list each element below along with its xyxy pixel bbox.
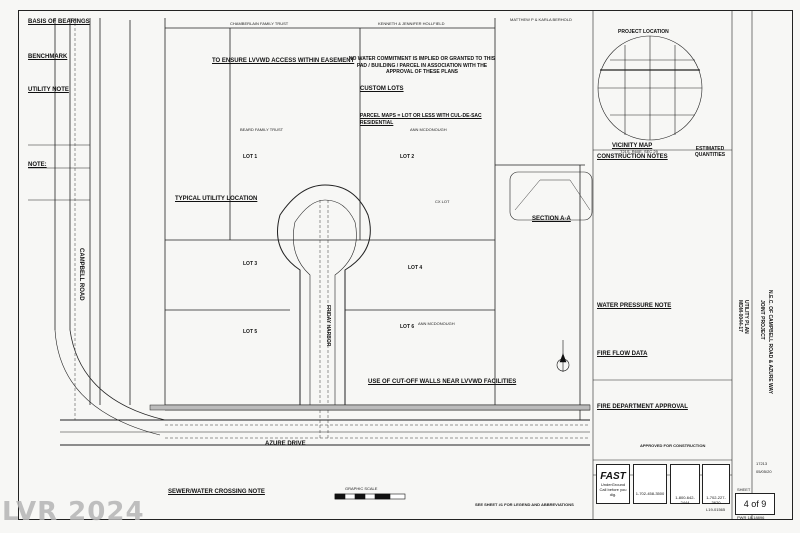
water-pressure-note-heading: WATER PRESSURE NOTE (597, 303, 672, 309)
title-block-line: N.E.C. OF CAMPBELL ROAD & AZURE WAY (767, 290, 773, 394)
easement-note: TO ENSURE LVVWD ACCESS WITHIN EASEMENT (212, 58, 355, 64)
drawing-number: L19-01565 (706, 507, 726, 512)
custom-lots-heading: CUSTOM LOTS (360, 86, 404, 92)
sheet-border (18, 10, 793, 520)
owner-label: ANN MCDONOUGH (410, 127, 447, 132)
utility-logo: 1-800-642-2444 (670, 464, 700, 505)
date-label: 05/05/20 (756, 469, 772, 474)
lot-label: LOT 1 (243, 154, 258, 160)
construction-notes-heading: CONSTRUCTION NOTES (597, 154, 668, 160)
no-water-commitment-note: NO WATER COMMITMENT IS IMPLIED OR GRANTE… (348, 56, 496, 75)
estimated-quantities-heading: ESTIMATED QUANTITIES (694, 146, 726, 158)
approved-for-construction-label: APPROVED FOR CONSTRUCTION (640, 443, 706, 448)
see-sheet-note: SEE SHEET #1 FOR LEGEND AND ABBREVIATION… (475, 502, 574, 507)
sheet-label: SHEET (737, 487, 751, 492)
graphic-scale-label: GRAPHIC SCALE (345, 486, 378, 491)
pwr-number: PWR 18-18896 (737, 515, 765, 520)
typical-utility-location-heading: TYPICAL UTILITY LOCATION (175, 196, 258, 202)
fast-logo: FAST UnderGround Call before you dig. (596, 464, 630, 504)
owner-label: CHAMBERLAIN FAMILY TRUST (230, 21, 289, 26)
fire-flow-data-heading: FIRE FLOW DATA (597, 351, 648, 357)
owner-label: KENNETH & JENNIFER HOLLFIELD (378, 21, 445, 26)
mls-watermark: LVR 2024 (2, 497, 145, 527)
benchmark-heading: BENCHMARK (28, 54, 68, 60)
utility-logo: 1-702-227-3620 (702, 464, 730, 505)
title-block-line: UTILITY PLAN (743, 300, 749, 334)
owner-label: MATTHEW P & KARLA BERHOLD (510, 17, 572, 22)
cut-off-walls-heading: USE OF CUT-OFF WALLS NEAR LVVWD FACILITI… (368, 379, 517, 385)
parcel-maps-heading: PARCEL MAPS = LOT OR LESS WITH CUL-DE-SA… (360, 113, 482, 126)
project-number-label: 17213 (756, 461, 768, 466)
title-block-line: MDM-0044-17 (737, 300, 743, 332)
fire-department-approval-heading: FIRE DEPARTMENT APPROVAL (597, 404, 688, 410)
vicinity-map-title: VICINITY MAP (612, 143, 653, 149)
lot-label: LOT 3 (243, 261, 258, 267)
vicinity-map-subtitle: T21S, R60E, SEC 29 (620, 149, 658, 154)
lot-label: LOT 4 (408, 265, 423, 271)
title-block-line: JOINT PROJECT (759, 300, 765, 340)
azure-drive-label: AZURE DRIVE (265, 441, 306, 447)
section-aa-label: SECTION A-A (532, 216, 571, 222)
friday-harbor-label: FRIDAY HARBOR (325, 305, 331, 347)
lot-label: LOT 5 (243, 329, 258, 335)
cx-lot-label: CX LOT (435, 199, 450, 204)
project-location-label: PROJECT LOCATION (618, 29, 669, 35)
sheet-number: 4 of 9 (735, 493, 775, 515)
owner-label: ANN MCDONOUGH (418, 321, 455, 326)
owner-label: BEARD FAMILY TRUST (240, 127, 284, 132)
call-before-you-dig-logo: 1-702-458-3500 (633, 464, 667, 504)
lot-label: LOT 2 (400, 154, 415, 160)
campbell-road-label: CAMPBELL ROAD (78, 248, 84, 301)
utility-note-heading: UTILITY NOTE (28, 87, 69, 93)
note-heading: NOTE: (28, 162, 47, 168)
lot-label: LOT 6 (400, 324, 415, 330)
basis-of-bearings-heading: BASIS OF BEARINGS (28, 19, 90, 25)
sewer-water-crossing-heading: SEWER/WATER CROSSING NOTE (168, 489, 265, 495)
